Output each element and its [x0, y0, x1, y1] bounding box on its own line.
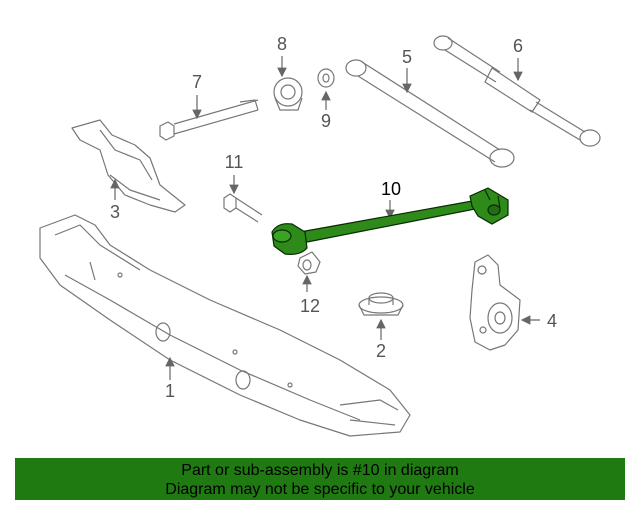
banner-line-2: Diagram may not be specific to your vehi…	[165, 481, 475, 498]
knuckle-part-4	[469, 254, 521, 351]
arm-part-5	[345, 59, 515, 168]
callout-8: 8	[276, 34, 288, 54]
callout-6: 6	[512, 36, 524, 56]
callout-3: 3	[109, 202, 121, 222]
bolt-part-11	[223, 193, 263, 223]
nut-part-9	[317, 68, 335, 88]
callout-10: 10	[380, 179, 402, 199]
callout-1: 1	[164, 381, 176, 401]
callout-11: 11	[224, 152, 244, 172]
nut-part-12	[297, 251, 321, 275]
callout-12: 12	[299, 296, 321, 316]
callout-5: 5	[401, 47, 413, 67]
bracket-part-3	[71, 119, 186, 213]
notice-banner: Part or sub-assembly is #10 in diagram D…	[15, 458, 625, 500]
leader-lines	[110, 56, 540, 380]
banner-line-1: Part or sub-assembly is #10 in diagram	[181, 462, 459, 479]
bushing-part-8	[273, 77, 303, 111]
arm-part-6	[433, 35, 601, 147]
bushing-part-2	[358, 292, 404, 316]
crossmember-part-1	[39, 214, 411, 437]
callout-7: 7	[191, 72, 203, 92]
rod-part-10-highlighted	[271, 187, 509, 255]
callout-2: 2	[375, 341, 387, 361]
callout-4: 4	[546, 311, 558, 331]
bolt-part-7	[159, 99, 259, 141]
callout-9: 9	[320, 111, 332, 131]
